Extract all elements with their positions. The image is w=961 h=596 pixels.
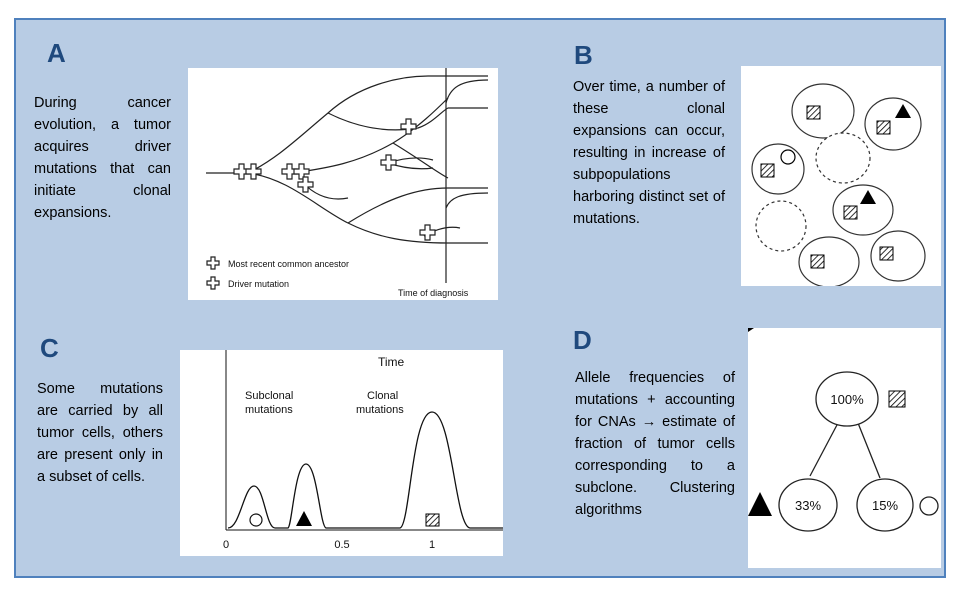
panel-a-image: Most recent common ancestor Driver mutat… [188,68,498,300]
plus-marker-icon [400,118,417,135]
circle-icon [919,496,939,516]
cell [798,236,860,286]
root-node [815,371,879,427]
time-label: Time [378,355,405,369]
cell [751,143,805,195]
subpopulation-cells-diagram [751,83,926,286]
plus-marker-icon [419,224,436,241]
circle-icon [249,513,263,527]
panel-d-image: 100% 33% 15% [748,328,941,568]
hatched-square-markers [760,105,894,269]
hatched-square-icon [760,163,775,178]
subclonal-label-2: mutations [245,404,293,416]
legend-driver-label: Driver mutation [228,279,289,289]
cell [864,97,922,151]
root-node-label: 100% [830,392,864,407]
plus-marker-icon [245,163,262,180]
tick-label-0: 0 [223,539,229,551]
legend-driver-icon [206,276,220,290]
plus-marker-icon [380,154,397,171]
panel-d-letter: D [573,325,592,355]
circle-icon [780,149,796,165]
empty-cell [755,200,807,252]
clonal-label-2: mutations [356,404,404,416]
legend-ancestor-icon [206,256,220,270]
panel-b-text: Over time, a number of these clonal expa… [573,79,725,227]
panel-a-text: During cancer evolution, a tumor acquire… [34,95,171,221]
triangle-icon [860,190,876,204]
driver-mutation-markers [206,118,436,290]
evolution-tree-diagram: Most recent common ancestor Driver mutat… [206,68,489,298]
panel-b-letter: B [574,40,593,70]
subclonal-label-1: Subclonal [245,390,293,402]
triangle-icon [895,104,911,118]
hatched-square-icon [425,513,440,527]
clone-tree-diagram: 100% 33% 15% [748,328,939,532]
panel-a-letter: A [47,38,66,68]
hatched-square-icon [879,246,894,261]
plus-marker-icon [297,176,314,193]
hatched-square-icon [806,105,821,120]
tick-label-05: 0.5 [334,539,349,551]
hatched-square-icon [888,390,906,408]
empty-cell [815,132,871,184]
hatched-square-icon [876,120,891,135]
panel-d-text: Allele frequencies of mutations + accoun… [575,370,735,518]
density-curve [227,411,503,529]
panel-c-letter: C [40,333,59,363]
x-tick-labels: 0 0.5 1 [223,539,435,551]
hatched-square-icon [810,254,825,269]
tree-edge [857,422,881,479]
triangle-icon [748,492,772,516]
hatched-square-icon [843,205,858,220]
plus-marker-icon [293,163,310,180]
panel-c-image: Time Subclonal mutations Clonal mutation… [180,350,503,556]
cell [832,184,894,236]
vaf-density-plot: Time Subclonal mutations Clonal mutation… [223,350,503,551]
panel-b-image [741,66,941,286]
right-node [856,478,914,532]
left-node [778,478,838,532]
legend-ancestor-label: Most recent common ancestor [228,259,349,269]
tree-edge [809,422,839,477]
left-node-label: 33% [795,498,821,513]
cell [791,83,855,139]
cell [870,230,926,282]
right-node-label: 15% [872,498,898,513]
time-of-diagnosis-label: Time of diagnosis [398,288,469,298]
tick-label-1: 1 [429,539,435,551]
triangle-icon [296,511,312,526]
clonal-label-1: Clonal [367,390,398,402]
panel-c-text: Some mutations are carried by all tumor … [37,381,163,485]
